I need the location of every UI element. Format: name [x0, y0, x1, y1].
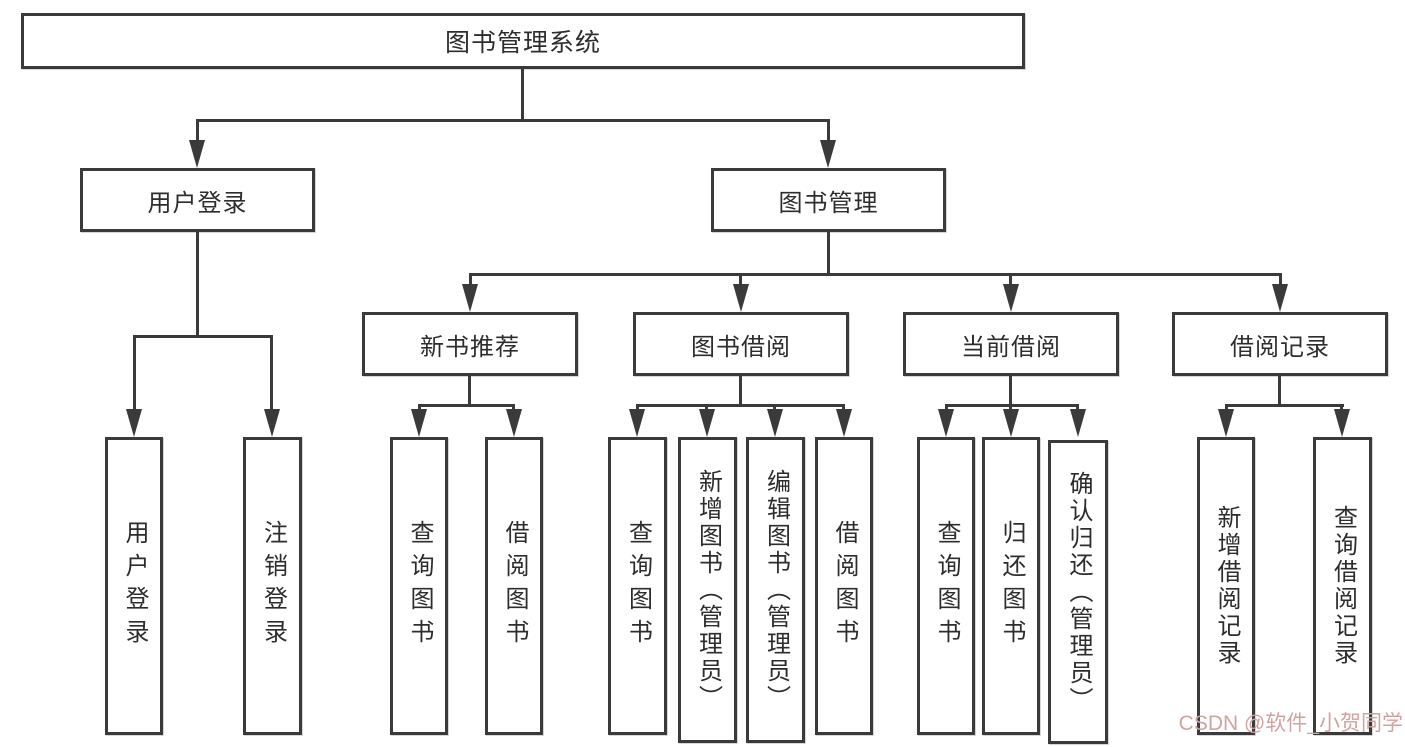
connector-line [1279, 273, 1282, 288]
connector-line [418, 404, 515, 407]
connector-line [705, 404, 708, 413]
connector-line [468, 374, 471, 405]
leaf-label: 注销登录 [259, 520, 287, 652]
connector-line [1009, 404, 1012, 413]
leaf-label: 用户登录 [121, 520, 148, 652]
connector-line [827, 230, 830, 275]
connector-line [636, 404, 639, 413]
leaf-add-book-admin: 新增图书（管理员） [678, 437, 737, 743]
arrow-down-icon [1218, 409, 1234, 437]
leaf-logout: 注销登录 [243, 437, 302, 735]
connector-line [1076, 404, 1079, 413]
node-root: 图书管理系统 [21, 13, 1025, 69]
leaf-label: 查询借阅记录 [1329, 505, 1357, 667]
leaf-edit-book-admin: 编辑图书（管理员） [746, 437, 805, 743]
arrow-down-icon [189, 140, 205, 168]
connector-line [521, 68, 524, 120]
leaf-label: 查询图书 [933, 520, 960, 652]
connector-line [1225, 404, 1228, 413]
leaf-label: 借阅图书 [831, 520, 858, 652]
arrow-down-icon [938, 409, 954, 437]
node-user-login: 用户登录 [80, 168, 315, 232]
arrow-down-icon [836, 409, 852, 437]
arrow-down-icon [820, 140, 836, 168]
arrow-down-icon [699, 409, 715, 437]
connector-line [636, 404, 845, 407]
connector-line [196, 119, 830, 122]
csdn-watermark: CSDN @软件_小贺同学 [1178, 712, 1403, 735]
arrow-down-icon [733, 284, 749, 312]
arrow-down-icon [629, 409, 645, 437]
arrow-down-icon [506, 409, 522, 437]
arrow-down-icon [767, 409, 783, 437]
arrow-down-icon [264, 409, 280, 437]
connector-line [945, 404, 1079, 407]
leaf-label: 查询图书 [406, 520, 433, 652]
leaf-query-books-borrow: 查询图书 [608, 437, 667, 735]
connector-line [270, 335, 273, 411]
connector-line [842, 404, 845, 413]
leaf-label: 归还图书 [998, 520, 1025, 652]
leaf-borrow-books-recommend: 借阅图书 [485, 437, 543, 735]
leaf-confirm-return-admin: 确认归还（管理员） [1048, 440, 1108, 744]
leaf-label: 编辑图书（管理员） [762, 468, 790, 712]
connector-line [469, 273, 1281, 276]
node-book-borrowing: 图书借阅 [633, 312, 849, 376]
connector-line [196, 119, 199, 145]
connector-line [133, 335, 136, 411]
leaf-return-book: 归还图书 [982, 437, 1040, 735]
node-new-book-recommend: 新书推荐 [362, 312, 578, 376]
connector-line [418, 404, 421, 413]
arrow-down-icon [1003, 409, 1019, 437]
node-current-borrowing: 当前借阅 [903, 312, 1119, 376]
connector-line [196, 230, 199, 336]
connector-line [1340, 404, 1343, 413]
connector-line [827, 119, 830, 145]
node-book-management: 图书管理 [711, 168, 946, 232]
arrow-down-icon [1003, 284, 1019, 312]
leaf-label: 查询图书 [624, 520, 652, 652]
connector-line [739, 374, 742, 405]
leaf-query-books-current: 查询图书 [917, 437, 975, 735]
connector-line [469, 273, 472, 288]
connector-line [1009, 374, 1012, 405]
arrow-down-icon [1272, 284, 1288, 312]
arrow-down-icon [462, 284, 478, 312]
connector-line [739, 273, 742, 288]
node-borrowing-records: 借阅记录 [1172, 312, 1388, 376]
arrow-down-icon [126, 409, 142, 437]
connector-line [133, 335, 273, 338]
leaf-label: 借阅图书 [501, 520, 528, 652]
connector-line [773, 404, 776, 413]
arrow-down-icon [1070, 409, 1086, 437]
connector-line [1009, 273, 1012, 288]
leaf-label: 确认归还（管理员） [1065, 470, 1092, 714]
leaf-query-books-recommend: 查询图书 [390, 437, 448, 735]
connector-line [512, 404, 515, 413]
arrow-down-icon [411, 409, 427, 437]
connector-line [945, 404, 948, 413]
arrow-down-icon [1334, 409, 1350, 437]
leaf-borrow-books: 借阅图书 [815, 437, 873, 735]
leaf-label: 新增图书（管理员） [694, 468, 722, 712]
leaf-query-borrow-record: 查询借阅记录 [1313, 437, 1372, 735]
leaf-label: 新增借阅记录 [1213, 505, 1240, 667]
leaf-user-login: 用户登录 [105, 437, 163, 735]
connector-line [1278, 374, 1281, 405]
connector-line [1225, 404, 1344, 407]
leaf-add-borrow-record: 新增借阅记录 [1197, 437, 1255, 735]
